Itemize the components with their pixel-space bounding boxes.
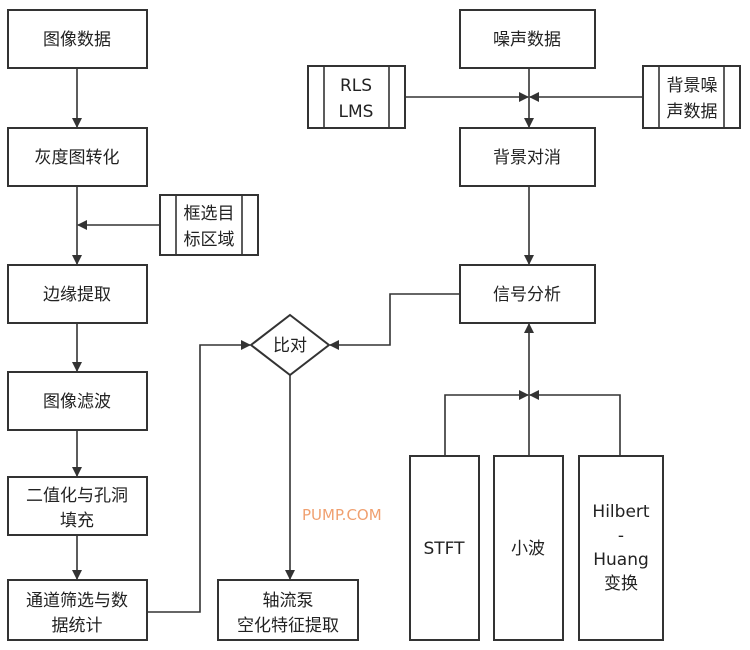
node-label: -: [618, 526, 624, 546]
node-label: STFT: [423, 539, 465, 559]
node-label: Hilbert: [592, 502, 649, 522]
node-label: 标区域: [184, 230, 235, 250]
node-roi: 框选目 标区域: [159, 194, 259, 256]
node-noise-data: 噪声数据: [459, 9, 596, 69]
node-label: 图像数据: [43, 30, 111, 50]
node-cancel: 背景对消: [459, 127, 596, 187]
node-label: Huang: [593, 550, 649, 570]
node-label: 框选目: [184, 204, 235, 224]
node-grayscale: 灰度图转化: [7, 127, 148, 187]
node-stft: STFT: [409, 455, 480, 641]
node-label: LMS: [339, 102, 374, 122]
node-filter: 图像滤波: [7, 371, 148, 431]
node-rls-lms: RLS LMS: [307, 65, 406, 129]
node-label: 比对: [273, 336, 307, 356]
node-label: 二值化与孔洞: [26, 486, 128, 506]
connectors: [72, 68, 643, 613]
node-label: 通道筛选与数: [26, 591, 128, 611]
node-image-data: 图像数据: [7, 9, 148, 69]
node-binarize: 二值化与孔洞 填充: [7, 476, 148, 536]
node-hht: Hilbert - Huang 变换: [578, 455, 664, 641]
node-label: 填充: [60, 511, 94, 531]
node-label: 图像滤波: [43, 392, 111, 412]
node-label: 变换: [604, 574, 638, 594]
node-label: 据统计: [52, 616, 103, 636]
node-channel: 通道筛选与数 据统计: [7, 579, 148, 641]
node-label: 背景噪: [667, 76, 718, 96]
watermark: PUMP.COM: [302, 506, 382, 524]
node-label: 噪声数据: [493, 30, 561, 50]
node-label: RLS: [340, 76, 372, 96]
node-label: 边缘提取: [43, 285, 111, 305]
node-wavelet: 小波: [493, 455, 564, 641]
node-label: 小波: [511, 539, 545, 559]
node-label: 背景对消: [493, 148, 561, 168]
node-output: 轴流泵 空化特征提取: [217, 579, 359, 641]
node-edge: 边缘提取: [7, 264, 148, 324]
node-background-noise: 背景噪 声数据: [642, 65, 741, 129]
node-analysis: 信号分析: [459, 264, 596, 324]
node-label: 空化特征提取: [237, 616, 339, 636]
node-label: 声数据: [667, 102, 718, 122]
node-label: 灰度图转化: [35, 148, 120, 168]
node-label: 轴流泵: [263, 591, 314, 611]
node-label: 信号分析: [493, 285, 561, 305]
node-compare: 比对: [249, 313, 331, 377]
